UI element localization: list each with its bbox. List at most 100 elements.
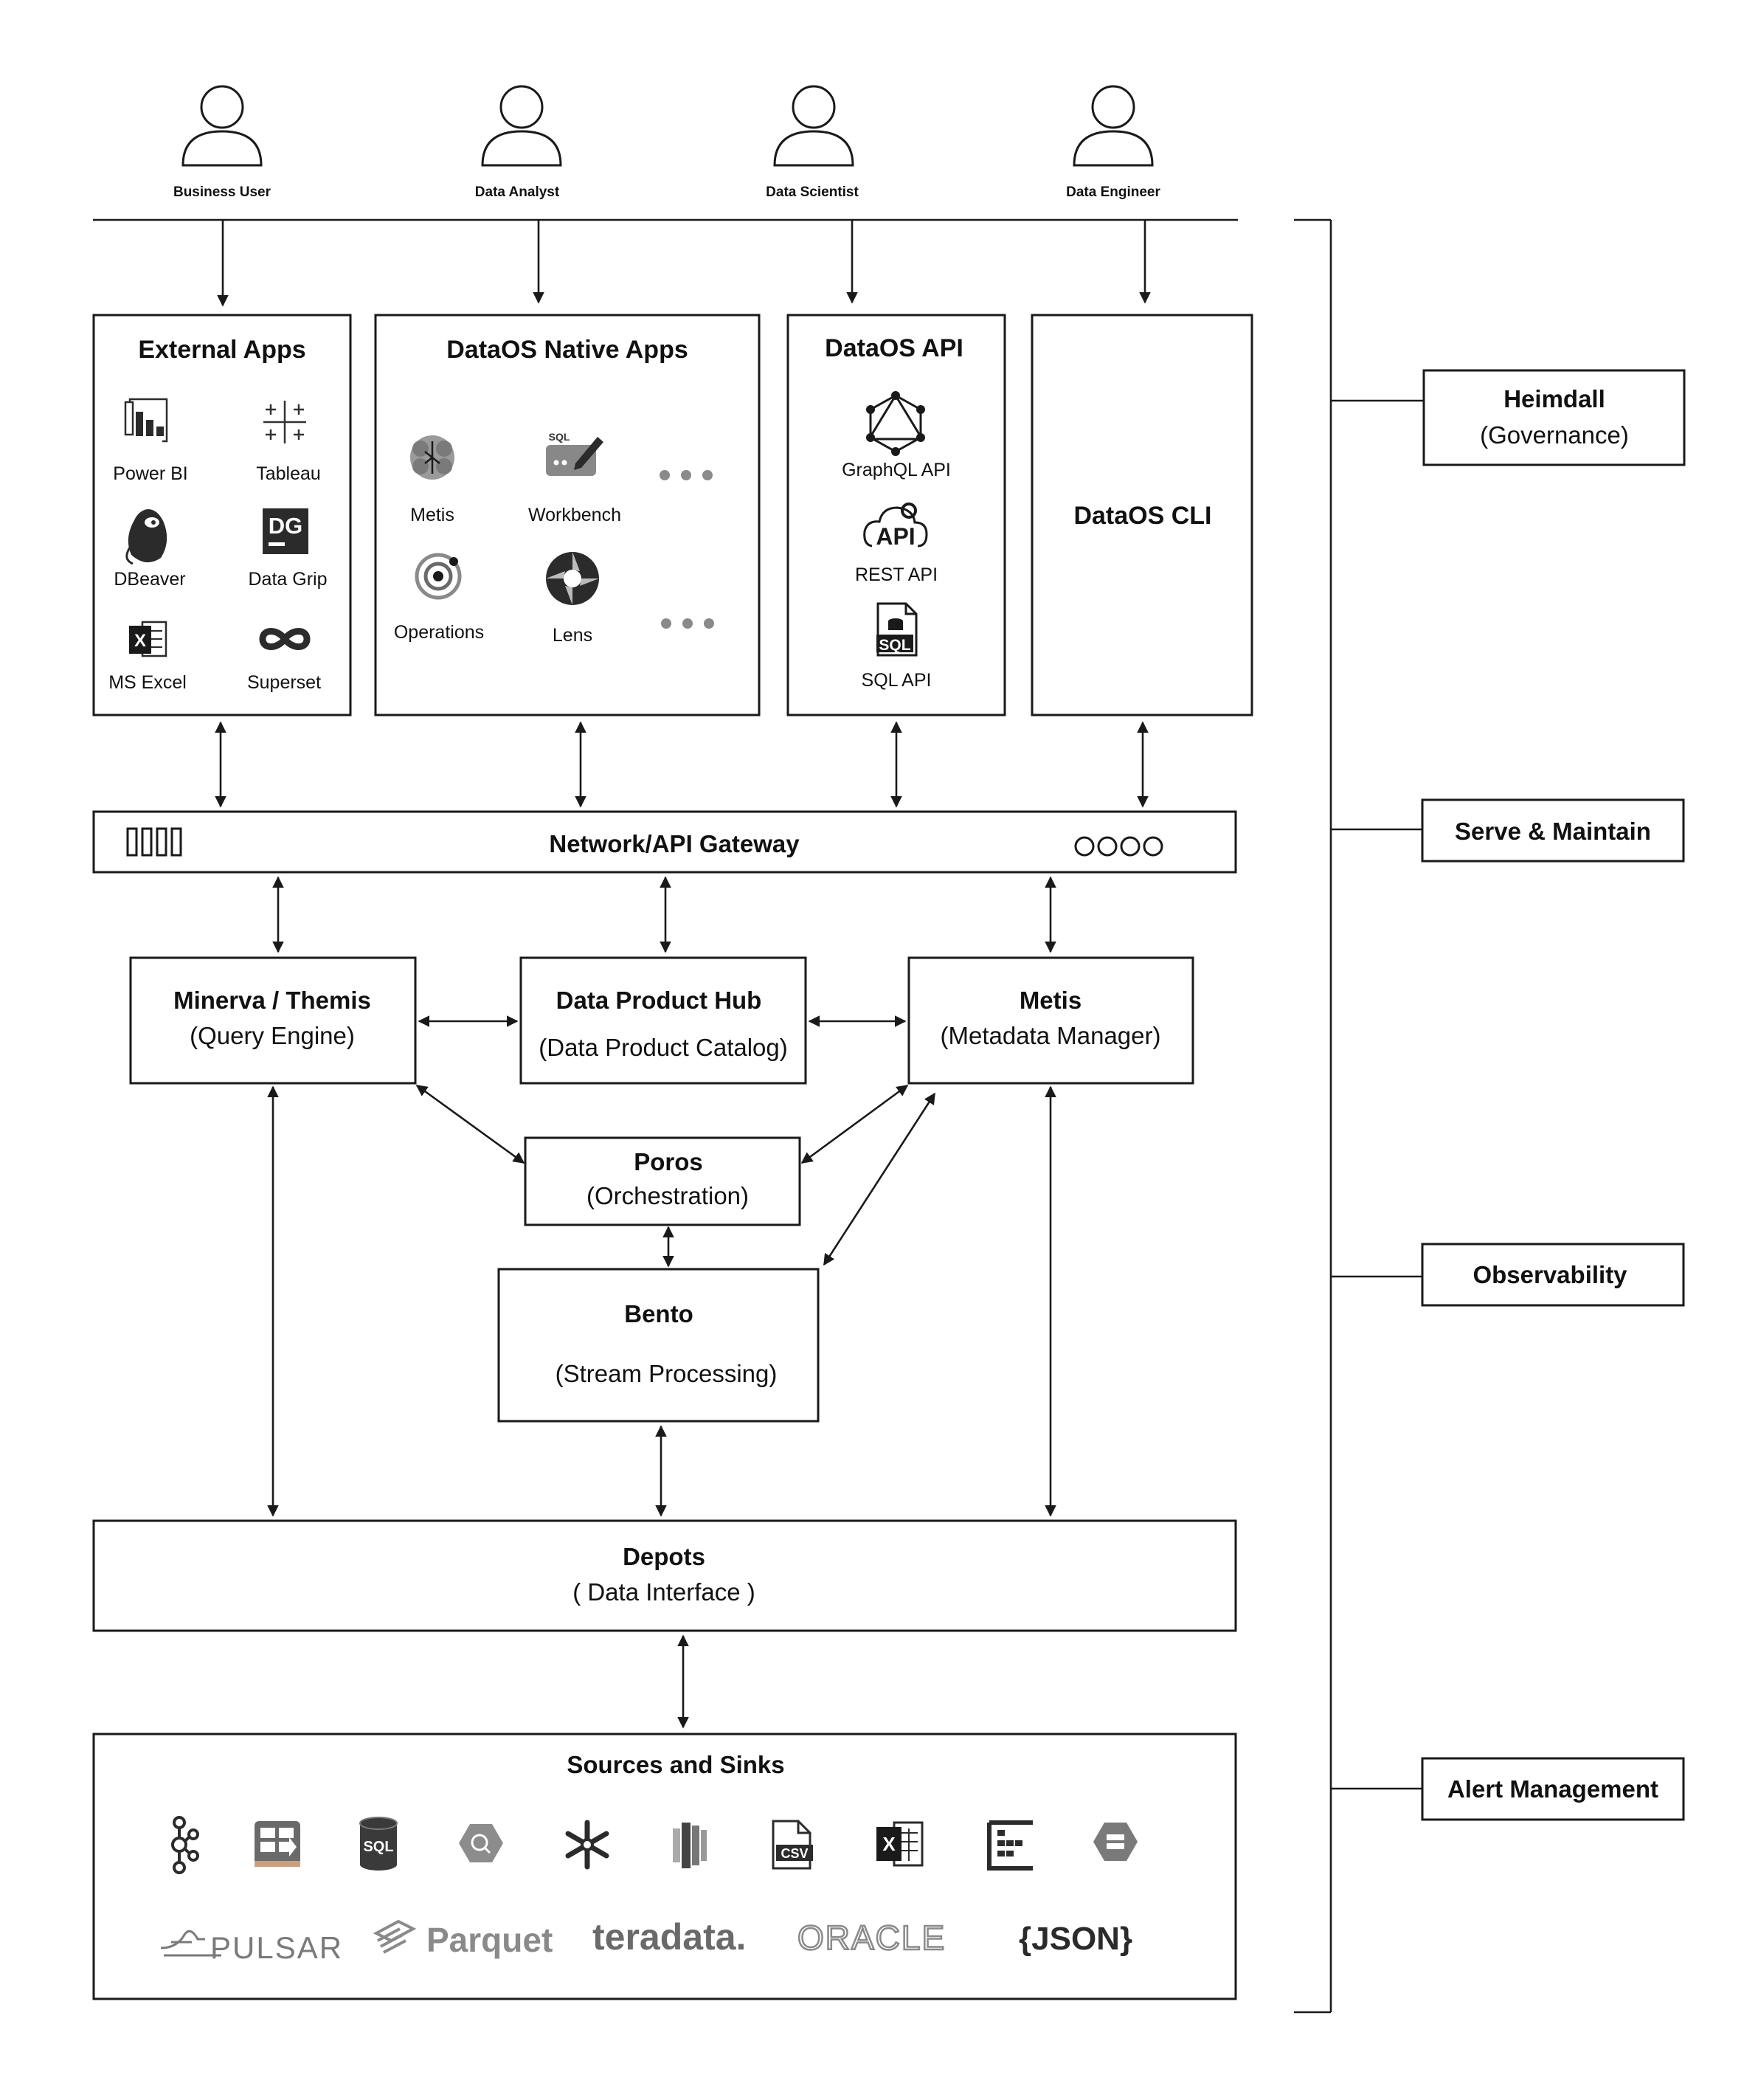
gateway-circles-icon: [1074, 836, 1163, 857]
user-label: Business User: [173, 184, 271, 200]
app-label: Lens: [553, 625, 592, 646]
app-label: Workbench: [528, 505, 621, 525]
data-product-hub-box: Data Product Hub (Data Product Catalog): [519, 956, 807, 1085]
api-label: GraphQL API: [842, 460, 951, 480]
side-label-heimdall: Heimdall (Governance): [1422, 369, 1686, 466]
user-label: Data Analyst: [475, 184, 560, 200]
user-icon: [773, 85, 854, 167]
parquet-logo-text: Parquet: [426, 1921, 553, 1959]
poros-box: Poros (Orchestration): [524, 1136, 801, 1226]
user-label: Data Scientist: [766, 184, 859, 200]
minerva-subtitle: (Query Engine): [190, 1022, 355, 1049]
parquet-logo: Parquet: [373, 1919, 553, 1959]
excel-icon: X: [129, 621, 167, 657]
storage-bucket-icon: [1093, 1823, 1138, 1861]
sql-api-badge: SQL: [879, 637, 910, 654]
operations-icon: [415, 553, 462, 600]
app-label: Metis: [410, 505, 454, 525]
workbench-badge: SQL: [549, 431, 570, 443]
app-label: MS Excel: [108, 672, 187, 693]
power-bi-icon: [124, 398, 168, 443]
side-label-alert-management: Alert Management: [1421, 1757, 1685, 1821]
gateway-bars-icon: [126, 827, 182, 857]
api-label: REST API: [855, 564, 938, 585]
data-transfer-icon: [255, 1821, 300, 1867]
side-bracket: [1294, 218, 1424, 2014]
side-label-title: Observability: [1473, 1261, 1627, 1288]
pulsar-logo: PULSAR: [160, 1930, 343, 1965]
depots-subtitle: ( Data Interface ): [572, 1578, 755, 1606]
datagrip-badge: DG: [269, 513, 303, 539]
graphql-icon: [866, 391, 925, 456]
dataos-cli-title: DataOS CLI: [1073, 502, 1211, 530]
snowflake-icon: [565, 1820, 609, 1870]
depots-box: Depots ( Data Interface ): [92, 1519, 1237, 1632]
app-label: Superset: [247, 672, 321, 693]
user-business: Business User: [173, 85, 271, 200]
superset-icon: [259, 628, 311, 650]
csv-file-icon: CSV: [772, 1820, 813, 1870]
user-engineer: Data Engineer: [1066, 85, 1160, 200]
bento-box: Bento (Stream Processing): [497, 1268, 820, 1423]
side-label-title: Serve & Maintain: [1455, 818, 1651, 845]
user-icon: [181, 85, 263, 167]
app-label: DBeaver: [114, 569, 185, 590]
pulsar-logo-text: PULSAR: [210, 1930, 343, 1965]
app-label: Tableau: [256, 463, 321, 484]
user-scientist: Data Scientist: [766, 85, 859, 200]
app-label: Operations: [394, 622, 484, 643]
dataos-api-box: DataOS API GraphQL API API REST API SQL …: [786, 314, 1006, 716]
external-apps-box: External Apps Power BI Tableau DBeaver: [92, 314, 352, 716]
elasticsearch-icon: [987, 1820, 1033, 1871]
excel-file-icon: X: [876, 1821, 924, 1867]
csv-badge: CSV: [781, 1846, 808, 1861]
sources-title: Sources and Sinks: [567, 1751, 784, 1778]
tableau-icon: [263, 401, 306, 443]
hub-subtitle: (Data Product Catalog): [539, 1034, 788, 1061]
redshift-icon: [673, 1823, 707, 1868]
hub-title: Data Product Hub: [556, 987, 762, 1014]
arrow-metis-poros: [800, 1084, 909, 1164]
excel-badge: X: [882, 1833, 896, 1855]
dataos-cli-box: DataOS CLI: [1031, 314, 1253, 716]
user-icon: [481, 85, 562, 167]
metis-title: Metis: [1020, 987, 1082, 1014]
api-label: SQL API: [862, 670, 932, 691]
lens-icon: [546, 552, 599, 605]
native-apps-title: DataOS Native Apps: [446, 336, 688, 364]
datagrip-icon: DG: [263, 508, 308, 554]
side-label-title: Alert Management: [1447, 1775, 1658, 1803]
oracle-logo: ORACLE: [797, 1918, 946, 1957]
teradata-logo: teradata.: [592, 1916, 746, 1958]
user-icon: [1073, 85, 1154, 167]
app-label: Power BI: [113, 463, 187, 484]
native-apps-box: DataOS Native Apps Metis SQL Workbench O: [374, 314, 761, 716]
rest-api-badge: API: [876, 523, 915, 550]
minerva-title: Minerva / Themis: [173, 987, 371, 1014]
user-label: Data Engineer: [1066, 184, 1160, 200]
bento-subtitle: (Stream Processing): [556, 1360, 778, 1387]
dbeaver-icon: [125, 509, 167, 565]
sql-api-icon: SQL: [876, 602, 918, 657]
metis-box: Metis (Metadata Manager): [907, 956, 1194, 1085]
minerva-box: Minerva / Themis (Query Engine): [129, 956, 417, 1085]
user-analyst: Data Analyst: [475, 85, 562, 200]
external-apps-title: External Apps: [138, 336, 305, 364]
metis-icon: [410, 435, 454, 480]
sql-badge: SQL: [363, 1839, 393, 1855]
json-logo: {JSON}: [1019, 1921, 1132, 1957]
side-label-serve-maintain: Serve & Maintain: [1421, 798, 1685, 863]
arrow-minerva-poros: [415, 1084, 525, 1164]
poros-subtitle: (Orchestration): [586, 1182, 749, 1209]
svg-text:X: X: [134, 631, 146, 651]
rest-api-icon: API: [863, 502, 928, 550]
kafka-icon: [171, 1816, 199, 1874]
more-apps-ellipsis: [661, 618, 714, 629]
dataos-api-title: DataOS API: [825, 334, 963, 362]
bigquery-icon: [459, 1824, 503, 1862]
workbench-icon: SQL: [546, 431, 603, 476]
bento-title: Bento: [624, 1300, 693, 1327]
side-label-title: Heimdall: [1503, 385, 1605, 412]
depots-title: Depots: [623, 1543, 705, 1570]
